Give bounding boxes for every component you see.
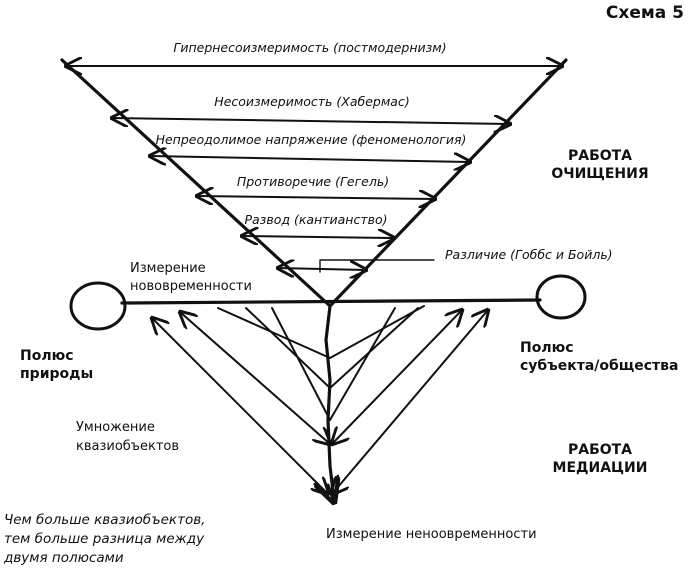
arc-insurmountable-tension — [150, 156, 470, 162]
label-contradiction: Противоречие (Гегель) — [237, 174, 389, 189]
mediation-arrow-left-inner — [180, 312, 330, 444]
arc-separation — [242, 236, 394, 238]
footnote-line1: Чем больше квазиобъектов, — [4, 512, 205, 528]
label-insurmountable-tension: Непреодолимое напряжение (феноменология) — [156, 132, 467, 147]
modernity-axis — [120, 298, 542, 305]
mediation-work-line2: МЕДИАЦИИ — [553, 460, 648, 476]
arc-contradiction — [197, 196, 435, 199]
subject-pole-line1: Полюс — [520, 340, 574, 356]
label-incommensurability: Несоизмеримость (Хабермас) — [214, 94, 409, 109]
nonmodernity-dimension-label: Измерение неноовременности — [326, 527, 537, 542]
nonmodernity-axis — [324, 304, 336, 502]
difference-pointer — [319, 259, 435, 273]
modernity-dimension-line2: нововременности — [130, 279, 252, 294]
scheme-title: Схема 5 — [606, 3, 684, 23]
mediation-arrow-right-outer — [332, 310, 488, 494]
purification-work-line1: РАБОТА — [568, 148, 632, 164]
mediation-chevron-1 — [217, 305, 425, 359]
triangle-right-edge — [328, 58, 568, 308]
mediation-arrow-right-inner — [332, 310, 462, 444]
subject-pole-line2: субъекта/общества — [520, 358, 678, 374]
purification-work-line2: ОЧИЩЕНИЯ — [551, 166, 648, 182]
mediation-chevron-3 — [271, 307, 396, 421]
arc-difference — [278, 268, 366, 270]
modernity-dimension-line1: Измерение — [130, 261, 206, 276]
quasi-objects-line1: Умножение — [76, 420, 155, 435]
nature-pole-line2: природы — [20, 366, 93, 382]
arc-incommensurability — [112, 118, 510, 124]
mediation-work-line1: РАБОТА — [568, 442, 632, 458]
label-difference: Различие (Гоббс и Бойль) — [445, 247, 613, 262]
nature-pole-line1: Полюс — [20, 348, 74, 364]
subject-pole-circle — [535, 274, 587, 320]
mediation-chevron-2 — [245, 307, 419, 389]
footnote-line2: тем больше разница между — [4, 531, 205, 547]
footnote-line3: двумя полюсами — [3, 550, 124, 566]
quasi-objects-line2: квазиобъектов — [76, 439, 179, 454]
nature-pole-circle — [69, 281, 127, 331]
label-hyper-incommensurability: Гипернесоизмеримость (постмодернизм) — [173, 40, 446, 55]
label-separation: Развод (кантианство) — [244, 212, 387, 227]
